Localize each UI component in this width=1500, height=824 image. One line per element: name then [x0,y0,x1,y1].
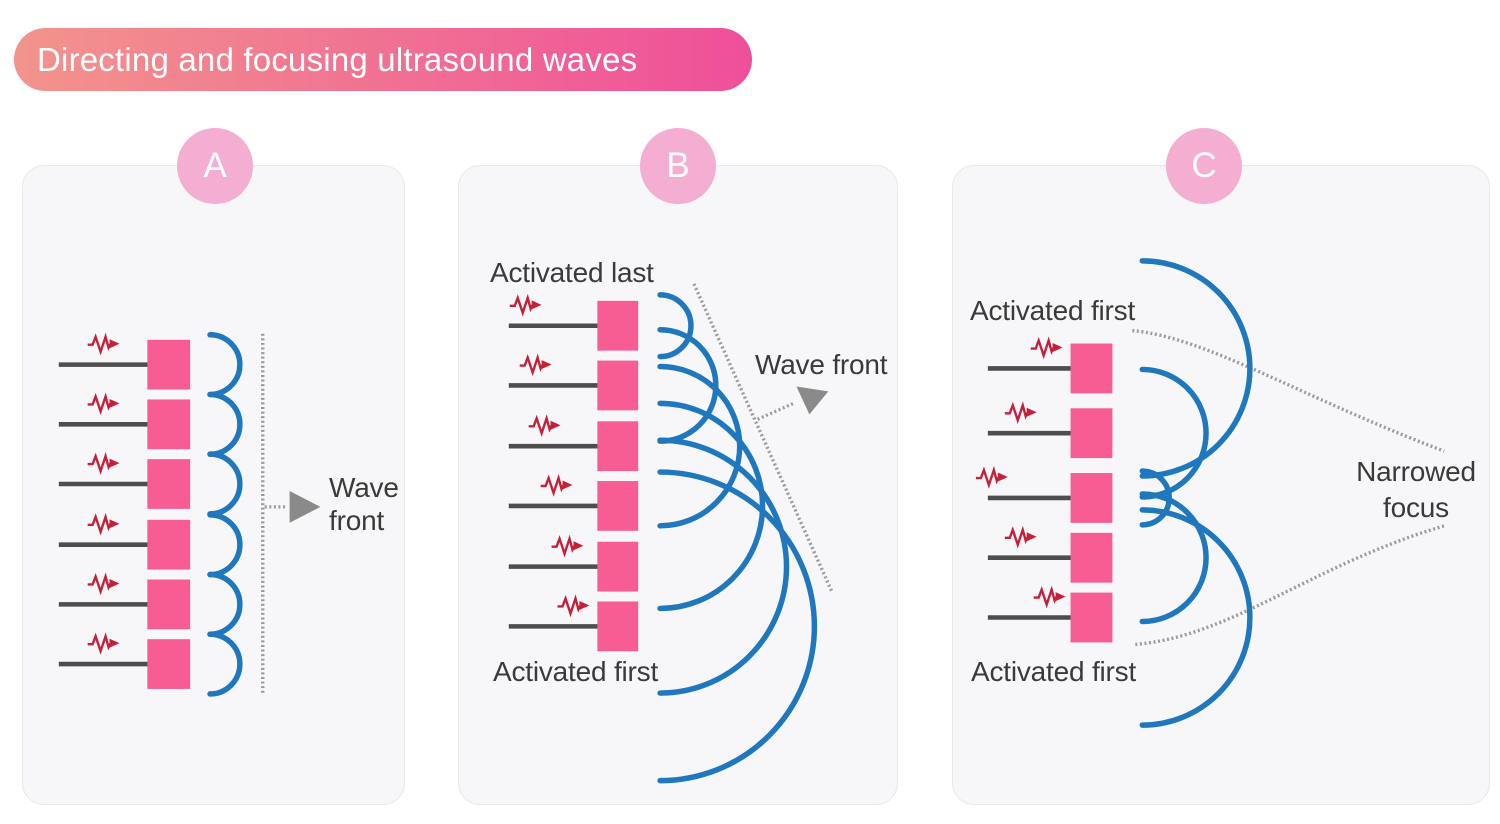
transducer-element [1070,408,1113,459]
pulse-arrowhead-icon [109,519,120,529]
wave-front-label-line1: Wave [329,472,399,503]
transducer-element [597,360,639,411]
transducer-element [147,459,191,509]
wavefront-arc [1139,507,1253,728]
pulse-signal-icon [557,594,582,618]
pulse-signal-icon [1030,336,1055,360]
wavefront-arc [657,400,766,612]
pulse-signal-icon [87,392,112,416]
pulse-arrowhead-icon [550,420,561,430]
activated-last-label: Activated last [490,257,654,288]
activated-first-bottom-label: Activated first [971,656,1137,687]
pulse-arrowhead-icon [109,339,120,349]
transducer-element [597,541,639,592]
wavefront-arc [657,363,743,529]
transducer-element [597,481,639,531]
pulse-signal-icon [551,534,576,558]
pulse-arrowhead-icon [531,300,542,310]
pulse-arrowhead-icon [1026,407,1037,417]
pulse-signal-icon [540,473,565,497]
transducer-element [1070,592,1113,643]
pulse-signal-icon [87,452,112,475]
wavefront-arc [657,292,694,360]
wavefront-arc [207,512,243,578]
activated-first-label: Activated first [493,656,659,687]
panel-a-badge: A [177,128,253,204]
transducer-element [147,519,191,570]
transducer-element [1070,473,1113,523]
wavefront-arc [1139,491,1209,625]
transducer-element [1070,343,1113,394]
label-pointer-head-icon [796,386,829,415]
pulse-signal-icon [519,353,544,377]
wave-front-label-line2: front [329,505,385,536]
pulse-arrowhead-icon [1055,592,1066,602]
pulse-arrowhead-icon [541,360,552,370]
wavefront-arc [207,332,243,398]
wavefront-arc [1139,258,1253,479]
transducer-element [597,300,639,351]
wavefront-arc [207,391,243,457]
panel-c-badge-letter: C [1191,146,1217,185]
pulse-arrowhead-icon [1052,343,1063,352]
panel-b-badge-letter: B [666,146,690,185]
panel-a-badge-letter: A [203,146,227,185]
wave-front-label: Wave front [755,349,888,380]
panel-c-badge: C [1166,128,1242,204]
pulse-signal-icon [1033,585,1058,609]
pulse-signal-icon [87,632,112,655]
wavefront-guide-dotted-line [1132,328,1445,453]
pulse-arrowhead-icon [109,579,120,588]
label-pointer-shaft [756,401,795,421]
pulse-arrowhead-icon [562,480,573,490]
transducer-element [147,399,191,450]
pulse-signal-icon [87,512,112,536]
wavefront-arc [207,631,243,697]
transducer-element [597,421,639,472]
narrowed-focus-label-line1: Narrowed [1356,456,1476,487]
transducer-element [147,339,191,390]
pulse-arrowhead-icon [109,458,120,468]
panel-c-transducer-diagram [975,258,1445,728]
transducer-element [597,601,639,652]
wavefront-guide-dotted-line [1135,524,1445,647]
pulse-signal-icon [509,293,534,317]
transducer-element [1070,532,1113,583]
wavefront-arc [207,451,243,517]
wavefront-arc [657,437,790,696]
pulse-signal-icon [87,332,112,356]
activated-first-top-label: Activated first [970,295,1136,326]
pulse-signal-icon [1004,525,1029,549]
panel-a-transducer-diagram [58,332,321,697]
narrowed-focus-label-line2: focus [1383,492,1449,523]
wavefront-arc [207,571,243,637]
panel-b-transducer-diagram [508,283,834,784]
panel-a: A Wave front [22,128,405,805]
wavefront-guide-dotted-line [692,283,834,594]
wavefront-arc [657,469,818,784]
transducer-element [147,639,191,689]
panel-b: B Activated last Activated first Wave fr… [458,128,898,805]
wave-front-label: Wave front [329,471,399,537]
title-banner: Directing and focusing ultrasound waves [14,28,752,91]
pulse-arrowhead-icon [109,638,120,648]
narrowed-focus-label: Narrowed focus [1347,454,1485,526]
pulse-signal-icon [975,465,1000,489]
transducer-element [147,579,191,630]
pulse-signal-icon [528,414,553,438]
pulse-arrowhead-icon [573,541,584,551]
page-title: Directing and focusing ultrasound waves [37,40,638,78]
pulse-signal-icon [87,572,112,596]
pulse-arrowhead-icon [1026,532,1037,542]
panel-c: C Activated first Activated first Narrow… [952,128,1490,805]
label-pointer-head-icon [289,490,321,523]
pulse-signal-icon [1004,401,1029,425]
panel-b-badge: B [640,128,716,204]
pulse-arrowhead-icon [997,472,1008,482]
pulse-arrowhead-icon [109,398,120,408]
pulse-arrowhead-icon [579,600,590,610]
